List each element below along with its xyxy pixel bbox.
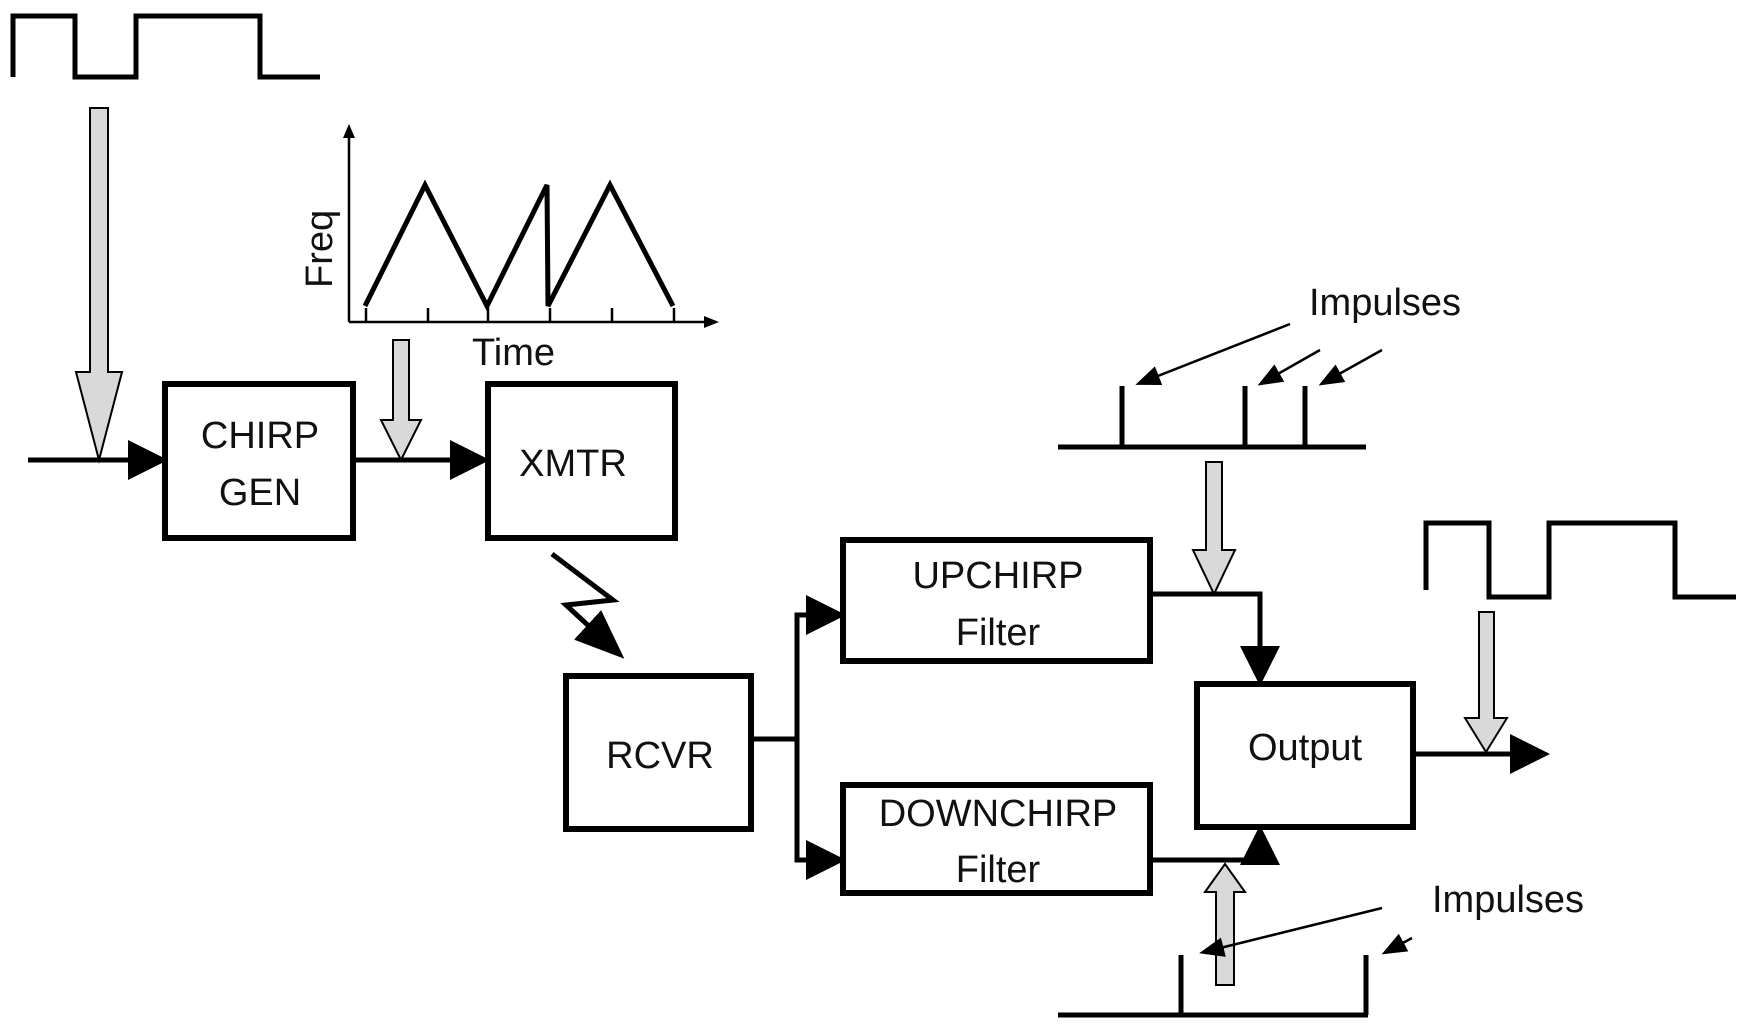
rcvr-block: RCVR bbox=[563, 673, 754, 832]
upchirp-label-line1: UPCHIRP bbox=[912, 555, 1083, 597]
impulses-pointer-1 bbox=[1135, 322, 1291, 385]
chirp-plot: Freq Time bbox=[299, 124, 719, 374]
chirp-frequency-trace bbox=[362, 179, 676, 312]
bottom-impulse-train bbox=[1058, 955, 1369, 1018]
input-signal-arrow bbox=[74, 107, 124, 464]
impulses-bottom-pointer-2 bbox=[1381, 933, 1413, 955]
output-label: Output bbox=[1248, 727, 1363, 769]
xmtr-block: XMTR bbox=[485, 381, 678, 541]
chirp-gen-label-line2: GEN bbox=[219, 472, 301, 514]
downchirp-to-output-line bbox=[1150, 825, 1280, 865]
top-impulse-train bbox=[1058, 386, 1366, 450]
rcvr-to-downchirp-line bbox=[794, 739, 846, 880]
rcvr-to-upchirp-line bbox=[751, 595, 846, 742]
downchirp-label-line1: DOWNCHIRP bbox=[879, 793, 1118, 835]
downchirp-label-line2: Filter bbox=[956, 849, 1041, 891]
radio-link-lightning-icon bbox=[550, 552, 625, 659]
freq-axis-label: Freq bbox=[299, 210, 341, 288]
impulses-bottom-label: Impulses bbox=[1432, 879, 1584, 921]
chirp-gen-block: CHIRP GEN bbox=[162, 381, 356, 541]
impulses-top-label: Impulses bbox=[1309, 282, 1461, 324]
input-square-wave bbox=[10, 13, 320, 80]
upchirp-label-line2: Filter bbox=[956, 612, 1041, 654]
impulses-pointer-3 bbox=[1318, 348, 1383, 386]
chirp-gen-label-line1: CHIRP bbox=[201, 415, 319, 457]
time-axis-label: Time bbox=[472, 332, 555, 374]
time-ticks bbox=[364, 308, 676, 322]
top-impulse-signal-arrow bbox=[1191, 461, 1237, 597]
output-block: Output bbox=[1194, 681, 1416, 830]
upchirp-filter-block: UPCHIRP Filter bbox=[840, 537, 1153, 664]
freq-axis-arrowhead bbox=[343, 124, 355, 138]
impulses-bottom-pointer-1 bbox=[1199, 906, 1383, 957]
impulses-pointer-2 bbox=[1257, 348, 1321, 386]
rcvr-label: RCVR bbox=[606, 735, 714, 777]
downchirp-filter-block: DOWNCHIRP Filter bbox=[840, 782, 1153, 896]
bottom-impulse-signal-arrow bbox=[1203, 862, 1247, 986]
time-axis-arrowhead bbox=[704, 316, 719, 328]
output-signal-arrow bbox=[1463, 611, 1509, 754]
xmtr-label: XMTR bbox=[519, 443, 627, 485]
upchirp-to-output-line bbox=[1150, 591, 1280, 686]
output-square-wave bbox=[1423, 520, 1736, 600]
chirp-signal-arrow bbox=[379, 339, 423, 463]
